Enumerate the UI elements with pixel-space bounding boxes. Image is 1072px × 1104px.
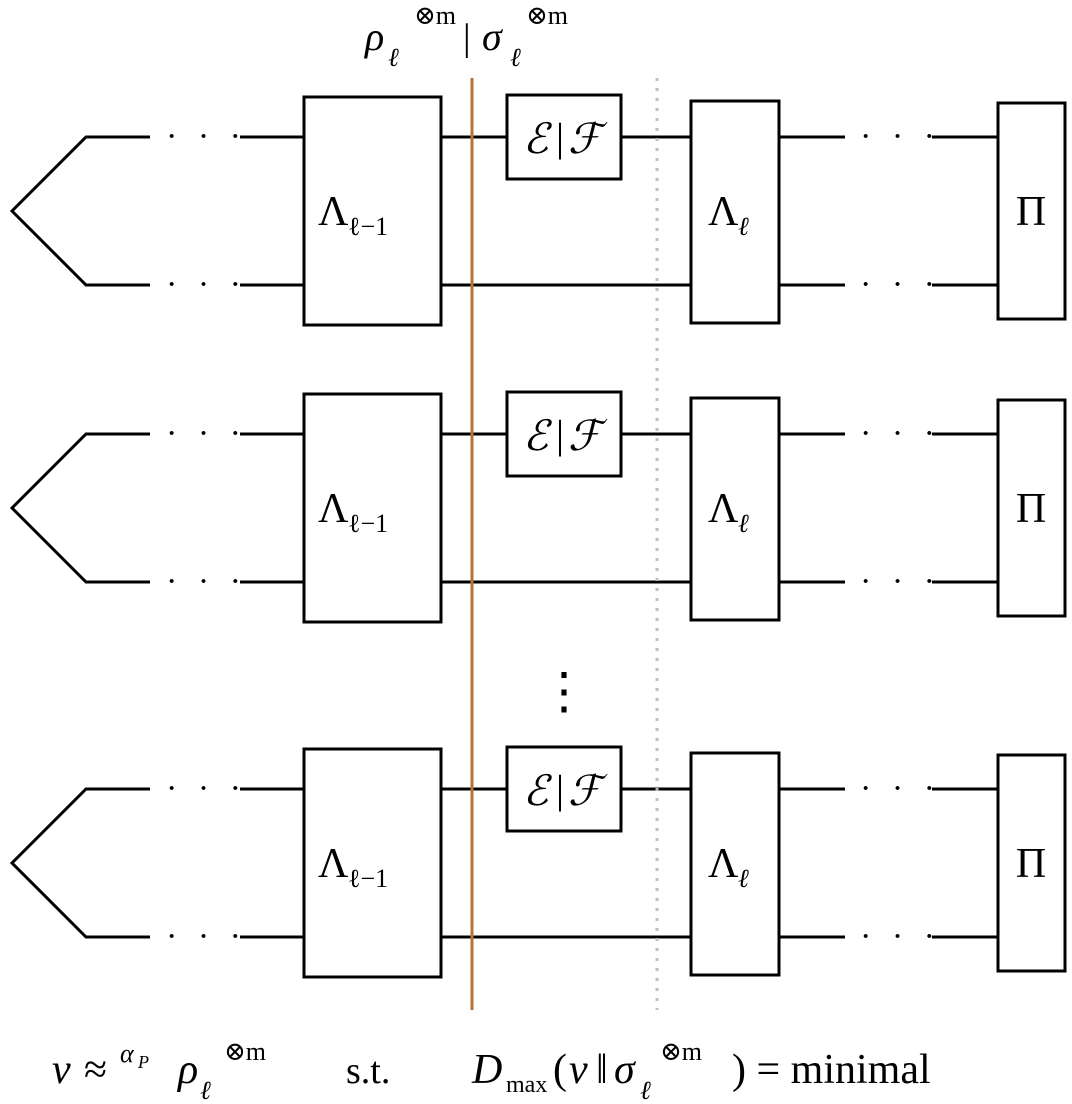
ellipsis-right-bottom: · · · — [860, 563, 941, 600]
ellipsis-right-top: · · · — [860, 770, 941, 807]
ellipsis-right-top: · · · — [860, 118, 941, 155]
formula-D: D — [471, 1047, 502, 1093]
lambda-prev-box — [302, 747, 443, 979]
formula-close: ) = minimal — [732, 1047, 931, 1093]
formula-approx: ≈ — [84, 1047, 107, 1093]
ellipsis-left-bottom: · · · — [166, 266, 247, 303]
channel-separator: | — [556, 115, 564, 160]
formula-alpha: α — [120, 1039, 135, 1068]
measurement-box — [996, 101, 1067, 321]
lambda-subscript: ℓ — [738, 864, 749, 893]
channel-separator: | — [556, 767, 564, 812]
formula-alpha-sub: P — [137, 1052, 149, 1072]
ellipsis-right-top: · · · — [860, 415, 941, 452]
bottom-formula: ν ≈ α P ρ ⊗m ℓ s.t. D max ( ν ‖ σ ⊗m ℓ )… — [52, 1037, 931, 1104]
lambda-prev-subscript: ℓ−1 — [348, 509, 388, 538]
lambda-subscript: ℓ — [738, 212, 749, 241]
formula-nu2: ν — [569, 1047, 588, 1093]
lambda-prev-label: Λ — [318, 189, 349, 235]
formula-rho-sub: ℓ — [200, 1076, 211, 1104]
lambda-prev-box — [302, 392, 443, 624]
lambda-box — [689, 751, 781, 977]
formula-sigma: σ — [614, 1047, 637, 1093]
measurement-label: Π — [1016, 486, 1046, 532]
formula-rho-sup: ⊗m — [224, 1037, 266, 1066]
lambda-label: Λ — [708, 841, 739, 887]
measurement-box — [996, 398, 1067, 618]
channel-box — [505, 93, 623, 181]
channel-separator: | — [556, 412, 564, 457]
lambda-label: Λ — [708, 486, 739, 532]
lambda-prev-box — [302, 95, 443, 327]
formula-sigma-sub: ℓ — [640, 1076, 651, 1104]
top-rho: ρ — [363, 14, 384, 59]
top-sigma-sub: ℓ — [510, 43, 521, 72]
ellipsis-left-top: · · · — [166, 118, 247, 155]
formula-nu: ν — [52, 1047, 71, 1093]
channel-E-label: ℰ — [523, 411, 553, 460]
ellipsis-left-top: · · · — [166, 770, 247, 807]
ellipsis-left-top: · · · — [166, 415, 247, 452]
top-sigma-sup: ⊗m — [526, 1, 568, 30]
vertical-ellipsis: ⋮ — [539, 663, 589, 719]
channel-E-label: ℰ — [523, 114, 553, 163]
ellipsis-left-bottom: · · · — [166, 563, 247, 600]
measurement-box — [996, 753, 1067, 973]
channel-box — [505, 745, 623, 833]
formula-norm: ‖ — [596, 1047, 608, 1093]
ellipsis-left-bottom: · · · — [166, 918, 247, 955]
top-separator: | — [463, 17, 471, 59]
formula-sigma-sup: ⊗m — [660, 1037, 702, 1066]
lambda-prev-subscript: ℓ−1 — [348, 212, 388, 241]
lambda-prev-label: Λ — [318, 486, 349, 532]
ellipsis-right-bottom: · · · — [860, 918, 941, 955]
channel-box — [505, 390, 623, 478]
lambda-box — [689, 396, 781, 622]
ellipsis-right-bottom: · · · — [860, 266, 941, 303]
lambda-prev-label: Λ — [318, 841, 349, 887]
measurement-label: Π — [1016, 841, 1046, 887]
source-wedge — [9, 432, 150, 584]
measurement-label: Π — [1016, 189, 1046, 235]
source-wedge — [9, 135, 150, 287]
top-sigma: σ — [482, 14, 503, 59]
source-wedge — [9, 787, 150, 939]
top-rho-sup: ⊗m — [414, 1, 456, 30]
top-label: ρ ⊗m ℓ | σ ⊗m ℓ — [363, 1, 568, 72]
top-rho-sub: ℓ — [388, 43, 399, 72]
lambda-subscript: ℓ — [738, 509, 749, 538]
lambda-box — [689, 99, 781, 325]
formula-such-that: s.t. — [346, 1050, 390, 1092]
formula-D-sub: max — [506, 1072, 547, 1098]
formula-open-paren: ( — [553, 1047, 567, 1093]
channel-E-label: ℰ — [523, 766, 553, 815]
lambda-prev-subscript: ℓ−1 — [348, 864, 388, 893]
lambda-label: Λ — [708, 189, 739, 235]
formula-rho: ρ — [176, 1047, 198, 1093]
